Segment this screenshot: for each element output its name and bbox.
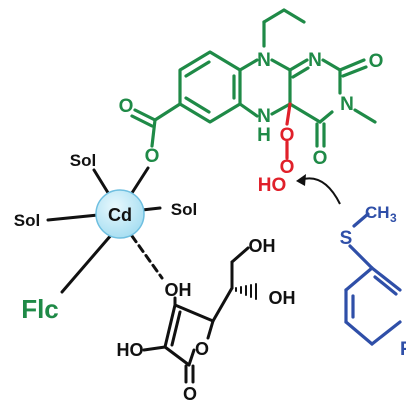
flavin-atom-n1: N	[308, 50, 322, 71]
flavin-atom-n5: N	[257, 106, 271, 127]
benzene-double-3	[184, 96, 211, 114]
ring-bond-c-n10	[238, 58, 259, 72]
thioether-labels: S CH 3 F	[340, 203, 406, 360]
peroxide-hydroxyl: HO	[258, 175, 287, 196]
hydroperoxide-labels: O O HO	[258, 125, 295, 196]
peroxide-bond-c-o	[285, 102, 292, 126]
cd-coordination-bonds	[46, 166, 164, 294]
pyr-double-cn	[291, 66, 310, 79]
flc-ligand-label: Flc	[21, 294, 59, 324]
pyr-bond-5	[288, 102, 322, 124]
propyl-bond-3	[282, 8, 306, 24]
carbonyl-top-1	[338, 58, 366, 72]
asc-oh-coordinated: OH	[165, 280, 192, 300]
asc-bond-c2-ho	[142, 345, 167, 352]
ester-double-2	[130, 114, 154, 128]
bond-cd-sol-3	[140, 206, 162, 212]
ring-bond-n10-c	[270, 58, 292, 72]
asc-bond-c1-c2	[163, 345, 191, 367]
asc-double-c2-c3	[170, 310, 182, 347]
ester-double-1	[133, 108, 157, 122]
asc-bond-c2-c3	[163, 303, 177, 349]
ascorbate-structure	[142, 246, 257, 384]
attack-arrow-head	[296, 174, 306, 186]
peroxide-atom-o-lower: O	[280, 157, 295, 178]
asc-o-ring: O	[195, 339, 209, 359]
sub-ring-1	[344, 266, 374, 292]
asc-bond-o-c1	[187, 348, 196, 367]
ester-bond-o	[150, 118, 157, 148]
propyl-bond-2	[262, 8, 286, 24]
pyr-bond-2	[321, 58, 342, 72]
asc-bond-c6-oh	[230, 246, 250, 264]
flavin-atom-o-ester-carbonyl: O	[119, 96, 134, 117]
sub-atom-s: S	[340, 228, 353, 249]
flavin-atom-n10: N	[257, 50, 271, 71]
flavin-atom-labels: N N O N O N H O O	[119, 50, 384, 169]
attack-arrow	[296, 174, 341, 205]
sub-methyl-subscript: 3	[390, 211, 397, 225]
asc-o-carbonyl: O	[183, 384, 197, 404]
bond-cd-oh-dashed	[130, 234, 164, 280]
cadmium-center	[95, 189, 145, 239]
bond-cd-o-ester	[128, 166, 150, 198]
solvent-ligand-1: Sol	[70, 151, 96, 170]
thioether-structure	[344, 212, 402, 346]
flavin-structure	[130, 8, 377, 148]
flavin-atom-o-bottom: O	[313, 148, 328, 169]
carbonyl-top-2	[341, 65, 368, 78]
flavin-atom-o-ester-link: O	[145, 146, 160, 167]
sub-bond-s-ring	[348, 244, 374, 270]
sub-ring-5	[370, 320, 402, 346]
solvent-ligand-2: Sol	[14, 211, 40, 230]
flavin-atom-o-top: O	[369, 51, 384, 72]
peroxide-atom-o-upper: O	[280, 125, 295, 146]
bond-cd-sol-1	[92, 168, 112, 198]
asc-ho-left: HO	[117, 340, 144, 360]
sub-ring-3	[344, 320, 374, 346]
pyr-bond-1	[288, 58, 309, 72]
attack-arrow-curve	[299, 177, 341, 205]
sub-ring-double-2	[373, 275, 398, 296]
ring-bond-n5-c	[238, 102, 259, 118]
flavin-atom-h5: H	[257, 125, 271, 146]
asc-bond-c4-c5	[211, 286, 234, 323]
cd-complex-labels: Cd Sol Sol Sol Flc	[14, 151, 197, 324]
hydroperoxide-group	[285, 102, 292, 160]
ascorbate-labels: OH OH OH HO O O	[117, 236, 296, 404]
solvent-ligand-3: Sol	[171, 200, 197, 219]
ring-bond-c4a-n5	[270, 102, 292, 116]
benzene-double-1	[184, 60, 211, 78]
asc-oh-top: OH	[249, 236, 276, 256]
sub-methyl: CH	[365, 203, 390, 222]
bond-cd-sol-2	[46, 213, 100, 222]
asc-bond-c4-o	[206, 319, 215, 340]
sub-para-f: F	[400, 339, 406, 360]
asc-oh-side: OH	[269, 288, 296, 308]
sub-bond-s-ch3	[352, 212, 370, 228]
n-methyl-bond	[353, 108, 377, 124]
sub-ring-4	[370, 266, 402, 292]
pyr-bond-4	[318, 110, 334, 124]
asc-bond-c3-c4	[173, 303, 215, 323]
bond-cd-flc	[60, 232, 114, 294]
ester-bond-ring	[153, 102, 182, 122]
asc-hashed-wedge	[235, 283, 257, 300]
cadmium-label: Cd	[108, 205, 132, 225]
flavin-atom-n3: N	[340, 94, 354, 115]
